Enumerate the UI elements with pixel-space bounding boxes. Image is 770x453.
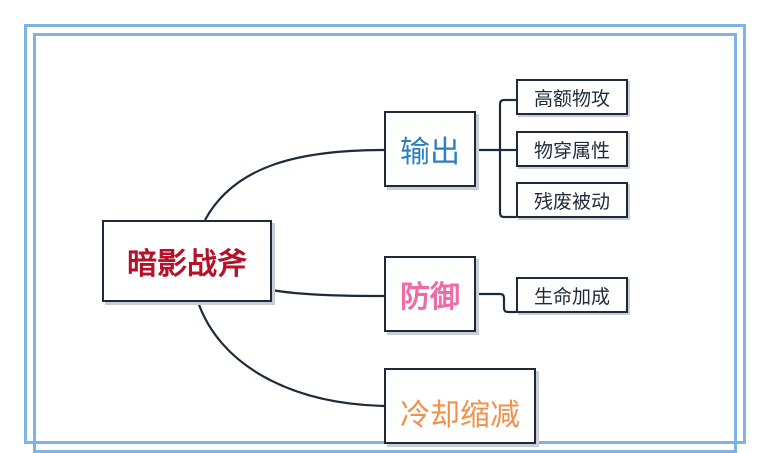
leaf-node-defense-1[interactable]: 生命加成 <box>516 277 628 313</box>
root-label: 暗影战斧 <box>127 247 247 282</box>
branch-label-cooldown: 冷却缩减 <box>400 398 520 433</box>
leaf-node-output-1[interactable]: 高额物攻 <box>516 79 628 115</box>
leaf-label: 高额物攻 <box>533 87 610 110</box>
leaf-label: 生命加成 <box>533 285 610 308</box>
branch-node-output[interactable]: 输出 <box>384 111 476 187</box>
leaf-label: 物穿属性 <box>533 139 610 162</box>
branch-node-defense[interactable]: 防御 <box>384 256 476 332</box>
branch-label-output: 输出 <box>400 135 460 170</box>
edge-output-spine <box>498 98 505 219</box>
leaf-node-output-2[interactable]: 物穿属性 <box>516 131 628 167</box>
connector-lines <box>196 98 516 408</box>
edge-root-output <box>204 148 386 221</box>
edge-root-cooldown <box>196 301 386 408</box>
branch-label-defense: 防御 <box>400 280 460 315</box>
leaf-node-output-3[interactable]: 残废被动 <box>516 182 628 218</box>
leaf-label: 残废被动 <box>533 190 610 213</box>
branch-node-cooldown[interactable]: 冷却缩减 <box>384 368 536 444</box>
edge-root-defense <box>271 288 386 298</box>
root-node[interactable]: 暗影战斧 <box>102 220 272 302</box>
edge-defense-bracket <box>475 292 516 314</box>
